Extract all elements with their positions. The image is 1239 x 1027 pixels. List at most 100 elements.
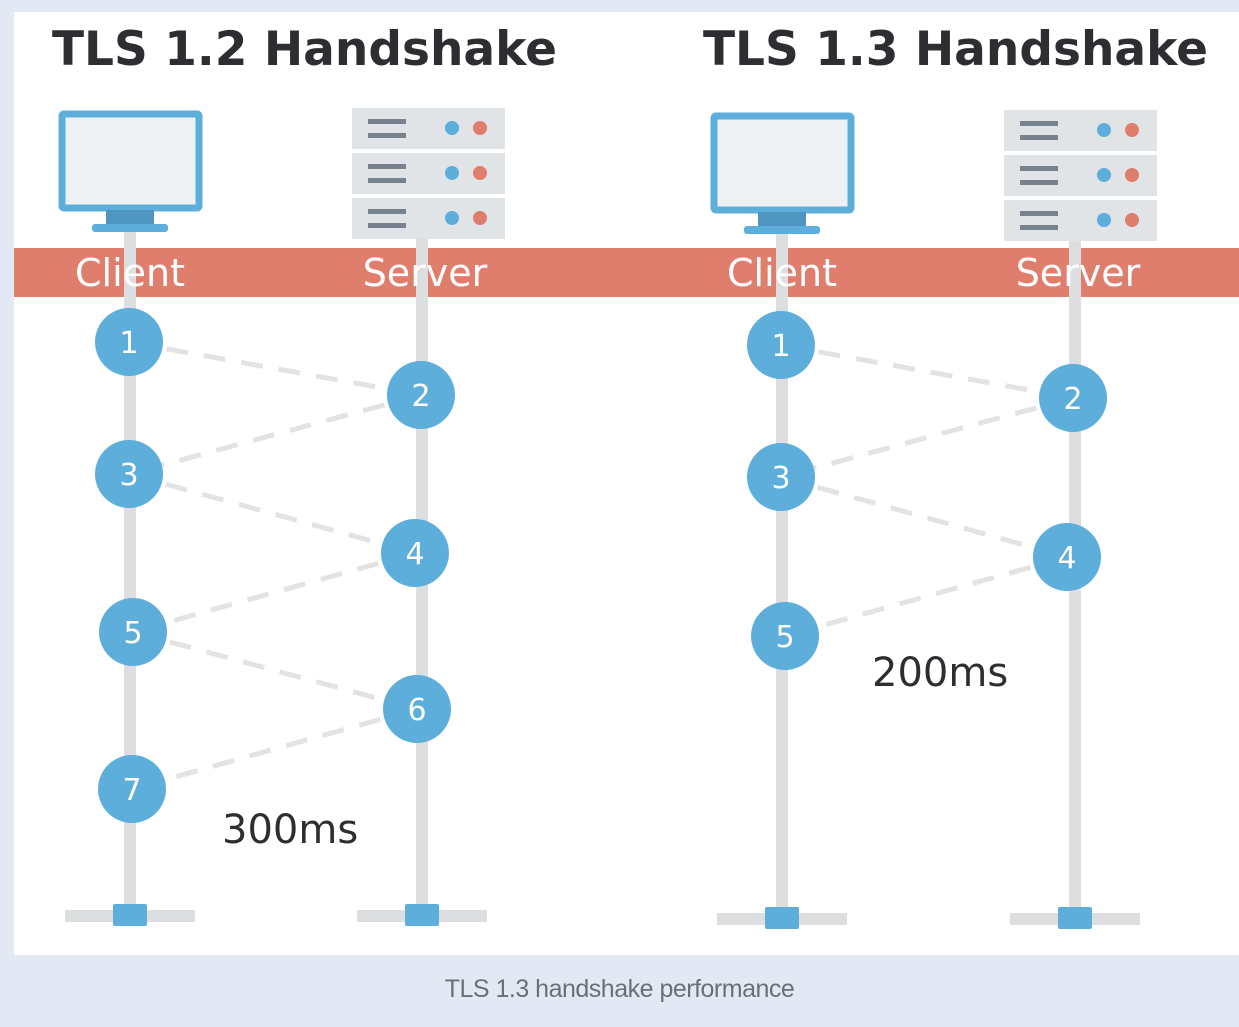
step-number: 4 [405, 537, 424, 572]
client-label: Client [727, 251, 837, 295]
step-circle [1033, 523, 1101, 591]
step-circle [95, 440, 163, 508]
server-base-connector [405, 904, 439, 926]
server-led-blue [1097, 168, 1111, 182]
server-led-red [1125, 213, 1139, 227]
duration-label: 300ms [222, 807, 358, 853]
server-slot [368, 178, 406, 183]
message-arrow [780, 395, 1074, 480]
diagram-title: TLS 1.2 Handshake [52, 22, 557, 77]
step-number: 1 [771, 329, 790, 364]
server-slot [368, 223, 406, 228]
step-3: 3 [747, 443, 815, 511]
step-number: 3 [771, 461, 790, 496]
server-led-blue [1097, 123, 1111, 137]
server-led-blue [445, 166, 459, 180]
message-arrow [132, 629, 418, 712]
client-base-connector [113, 904, 147, 926]
monitor-icon [710, 112, 855, 234]
step-circle [381, 519, 449, 587]
server-led-red [1125, 168, 1139, 182]
message-arrow [780, 474, 1068, 560]
server-slot [368, 164, 406, 169]
figure-caption: TLS 1.3 handshake performance [444, 975, 795, 1003]
server-slot [1020, 166, 1058, 171]
client-timeline [776, 230, 788, 919]
step-6: 6 [383, 675, 451, 743]
step-number: 3 [119, 458, 138, 493]
step-circle [95, 308, 163, 376]
step-circle [98, 755, 166, 823]
server-icon [1004, 110, 1157, 241]
step-3: 3 [95, 440, 163, 508]
message-arrow [132, 550, 416, 635]
client-base-connector [765, 907, 799, 929]
message-arrow [128, 339, 422, 398]
step-number: 5 [123, 616, 142, 651]
monitor-neck [758, 212, 806, 226]
message-arrow [128, 392, 422, 477]
step-4: 4 [1033, 523, 1101, 591]
monitor-icon [58, 110, 203, 232]
step-circle [387, 361, 455, 429]
server-slot [1020, 225, 1058, 230]
message-arrow [784, 554, 1068, 639]
step-circle [747, 443, 815, 511]
step-number: 1 [119, 326, 138, 361]
step-number: 6 [407, 693, 426, 728]
step-circle [1039, 364, 1107, 432]
server-slot [368, 209, 406, 214]
step-number: 4 [1057, 541, 1076, 576]
step-circle [99, 598, 167, 666]
step-circle [747, 311, 815, 379]
monitor-screen [58, 110, 203, 212]
step-2: 2 [387, 361, 455, 429]
server-label: Server [1016, 251, 1141, 295]
message-arrow [780, 342, 1074, 401]
server-label: Server [363, 251, 488, 295]
client-label: Client [75, 251, 185, 295]
step-number: 5 [775, 620, 794, 655]
server-led-blue [1097, 213, 1111, 227]
server-slot [368, 119, 406, 124]
step-2: 2 [1039, 364, 1107, 432]
server-icon [352, 108, 505, 239]
step-circle [383, 675, 451, 743]
step-7: 7 [98, 755, 166, 823]
step-1: 1 [747, 311, 815, 379]
step-number: 2 [411, 379, 430, 414]
server-slot [1020, 180, 1058, 185]
server-base-connector [1058, 907, 1092, 929]
message-arrow [128, 471, 416, 556]
message-arrow [131, 706, 418, 792]
step-4: 4 [381, 519, 449, 587]
server-slot [368, 133, 406, 138]
monitor-stand [744, 226, 820, 234]
step-number: 2 [1063, 382, 1082, 417]
server-slot [1020, 135, 1058, 140]
step-circle [751, 602, 819, 670]
diagram-title: TLS 1.3 Handshake [703, 22, 1208, 77]
server-slot [1020, 121, 1058, 126]
step-5: 5 [751, 602, 819, 670]
server-led-red [473, 121, 487, 135]
step-1: 1 [95, 308, 163, 376]
server-led-red [1125, 123, 1139, 137]
duration-label: 200ms [872, 650, 1008, 696]
header-band [14, 248, 1239, 297]
step-number: 7 [122, 773, 141, 808]
monitor-neck [106, 210, 154, 224]
client-timeline [124, 230, 136, 916]
server-led-blue [445, 121, 459, 135]
server-led-red [473, 166, 487, 180]
server-led-red [473, 211, 487, 225]
monitor-stand [92, 224, 168, 232]
server-led-blue [445, 211, 459, 225]
server-slot [1020, 211, 1058, 216]
step-5: 5 [99, 598, 167, 666]
monitor-screen [710, 112, 855, 214]
